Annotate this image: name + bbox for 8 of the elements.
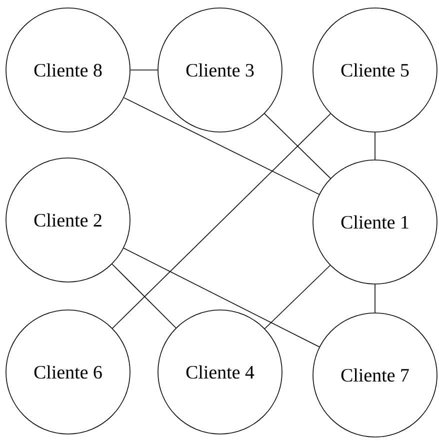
connector-line bbox=[123, 248, 320, 348]
connector-line bbox=[112, 113, 331, 329]
connector-line bbox=[374, 284, 376, 313]
connector-line bbox=[264, 265, 331, 329]
connector-line bbox=[264, 113, 331, 179]
connector-line bbox=[112, 264, 176, 328]
connector-line bbox=[124, 97, 320, 195]
connector-line bbox=[374, 132, 376, 160]
